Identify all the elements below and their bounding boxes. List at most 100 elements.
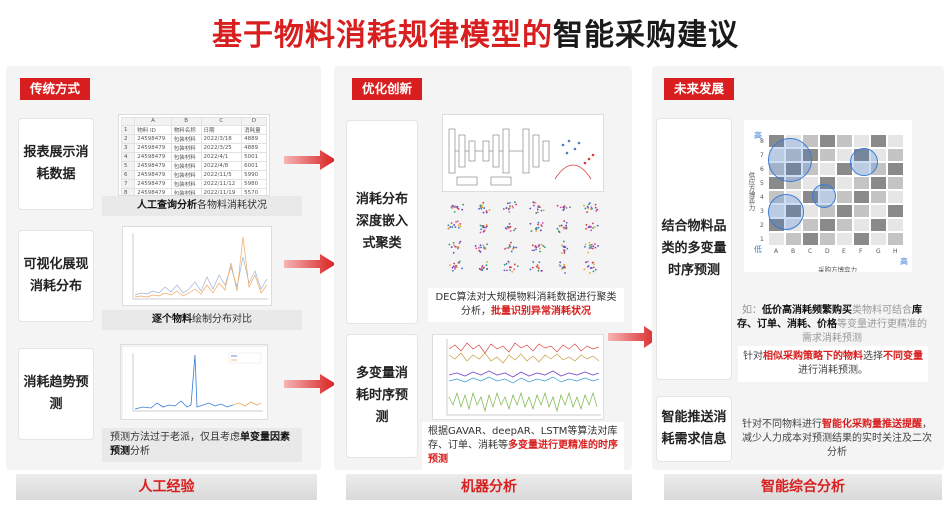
cluster-point (483, 207, 486, 209)
title-dark-part: 智能采购建议 (553, 18, 739, 53)
note-pale-1: 如： (742, 305, 762, 316)
cluster-point (538, 206, 541, 209)
cluster-point (540, 225, 543, 227)
sheet-cell: 包装材料 (170, 151, 202, 162)
matrix-cell (887, 148, 904, 162)
item-label: 智能推送消耗需求信息 (661, 410, 727, 447)
cluster-point (592, 270, 595, 273)
cluster-point (541, 222, 544, 224)
matrix-y-tick: 5 (760, 180, 764, 187)
matrix-y-tick: 2 (760, 222, 764, 229)
cluster-point (481, 265, 484, 268)
cluster-point (480, 228, 483, 231)
sheet-cell: 物料 ID (134, 124, 172, 135)
cluster-point (509, 230, 512, 232)
cluster-point (588, 241, 591, 244)
cluster-point (453, 244, 455, 247)
cluster-point (562, 266, 565, 269)
matrix-cell (870, 204, 887, 218)
cluster-point (511, 247, 514, 250)
cluster-point (532, 261, 535, 263)
item-dec-clustering: 消耗分布深度嵌入式聚类 (346, 120, 418, 324)
cluster-point (507, 247, 510, 249)
cluster-point (563, 249, 565, 251)
cluster-point (531, 249, 534, 252)
caption-highlight: 多变量进行更精准的时序预测 (428, 440, 618, 465)
cluster-point (506, 225, 509, 228)
sheet-cell: 6 (120, 169, 136, 180)
sheet-cell: 2022/3/18 (200, 133, 243, 144)
item-label: 多变量消耗时序预测 (355, 366, 408, 425)
matrix-cell (887, 190, 904, 204)
cluster-point (452, 251, 455, 254)
matrix-cell (836, 232, 853, 246)
matrix-cell (853, 176, 870, 190)
cluster-point (535, 212, 538, 214)
note-bold-1: 低价高消耗频繁购买 (762, 305, 852, 316)
panel-tag-future: 未来发展 (664, 78, 735, 100)
cluster-point (587, 206, 590, 209)
cluster-point (591, 261, 594, 264)
cluster-subplot (502, 201, 518, 213)
cluster-point (556, 227, 559, 230)
matrix-cell (887, 176, 904, 190)
trend-line-chart (121, 345, 267, 419)
sheet-header-cell: C (200, 117, 243, 126)
y-axis-low-label: 低 (754, 245, 762, 254)
matrix-x-tick: H (893, 248, 898, 255)
cluster-point (531, 244, 534, 247)
item-smart-push: 智能推送消耗需求信息 (656, 396, 732, 462)
cluster-point (508, 206, 511, 208)
cluster-point (450, 222, 453, 224)
cluster-point (448, 243, 451, 246)
cluster-point (536, 208, 539, 211)
cluster-point (538, 261, 541, 264)
matrix-y-tick: 3 (760, 208, 764, 215)
cluster-point (585, 261, 587, 264)
footer-smart-analysis: 智能综合分析 (664, 474, 942, 500)
matrix-cell (887, 232, 904, 246)
caption-dec: DEC算法对大规模物料消耗数据进行聚类分析，批量识别异常消耗状况 (428, 288, 624, 322)
sheet-cell: 包装材料 (170, 160, 202, 171)
matrix-x-tick: G (876, 248, 881, 255)
cluster-point (478, 246, 480, 249)
cluster-point (453, 210, 456, 213)
cluster-point (479, 204, 482, 207)
cluster-point (583, 204, 585, 207)
cluster-grid-thumbnail (442, 196, 604, 278)
cluster-point (455, 264, 458, 267)
x-axis-title: 采购方博弈力 (818, 266, 857, 272)
caption-post: 分析 (130, 446, 150, 457)
cluster-point (510, 241, 512, 244)
sheet-cell: 5570 (241, 187, 267, 195)
cluster-point (539, 247, 541, 250)
item-label: 报表展示消耗数据 (23, 145, 89, 182)
matrix-cell (836, 190, 853, 204)
sheet-cell: 6001 (241, 160, 267, 171)
cluster-point (503, 263, 506, 266)
matrix-cell (836, 134, 853, 148)
sheet-cell: 日期 (200, 124, 243, 135)
cluster-subplot (448, 240, 462, 254)
cluster-subplot (503, 260, 519, 273)
cluster-point (587, 265, 590, 267)
cluster-point (561, 268, 563, 270)
cluster-point (482, 211, 485, 214)
sheet-cell: 包装材料 (170, 178, 202, 189)
matrix-cell (870, 176, 887, 190)
cluster-point (451, 269, 454, 272)
cluster-point (531, 266, 534, 269)
cluster-point (503, 269, 506, 272)
cluster-point (451, 266, 454, 269)
cluster-point (485, 211, 488, 214)
cluster-point (584, 207, 587, 210)
note-pre: 针对不同物料进行 (742, 419, 822, 430)
cluster-point (509, 245, 511, 248)
matrix-cell (836, 204, 853, 218)
matrix-bubble (850, 148, 878, 176)
cluster-point (542, 209, 545, 212)
cluster-point (588, 203, 590, 206)
cluster-subplot (478, 201, 491, 214)
